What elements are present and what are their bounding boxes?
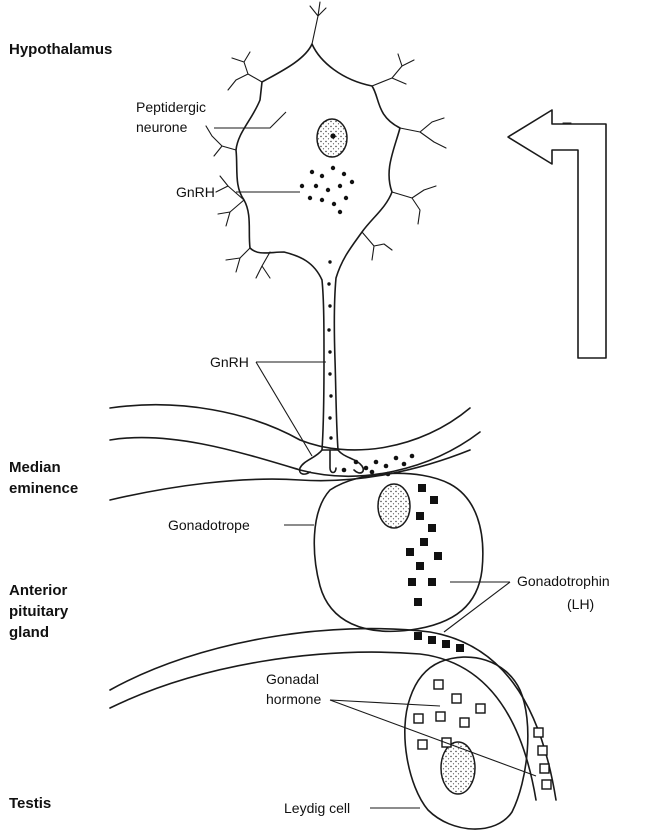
label-gonadal-hormone-line1: Gonadal <box>266 671 319 687</box>
label-gonadotrope: Gonadotrope <box>168 517 250 533</box>
gnrh-granules-soma <box>300 166 354 214</box>
region-hypothalamus: Hypothalamus <box>9 41 112 58</box>
leader-gonadal-hormone-2 <box>330 700 536 776</box>
region-anterior-pituitary-line1: Anterior <box>9 582 68 599</box>
label-peptidergic-neurone-line2: neurone <box>136 119 188 135</box>
gonadal-hormone-granules <box>414 680 485 749</box>
gonadal-hormone-in-blood <box>534 728 551 789</box>
label-leydig-cell: Leydig cell <box>284 800 350 816</box>
label-peptidergic-neurone-line1: Peptidergic <box>136 99 206 115</box>
leader-gonadal-hormone-1 <box>330 700 440 706</box>
gnrh-granules-axon <box>327 260 332 439</box>
portal-vessel-wall-2 <box>110 432 480 476</box>
leader-gnrh-axon-2 <box>256 362 312 456</box>
region-median-eminence-line2: eminence <box>9 480 78 497</box>
label-gnrh-axon: GnRH <box>210 354 249 370</box>
region-anterior-pituitary-line3: gland <box>9 624 49 641</box>
label-gonadotrophin-line2: (LH) <box>567 596 594 612</box>
region-median-eminence-line1: Median <box>9 459 61 476</box>
leydig-cell <box>405 657 551 829</box>
label-gonadotrophin-line1: Gonadotrophin <box>517 573 610 589</box>
negative-feedback-arrow <box>508 110 606 358</box>
portal-vessel-upper-wall <box>110 405 470 450</box>
region-testis: Testis <box>9 795 51 812</box>
peptidergic-neurone <box>206 2 446 474</box>
region-anterior-pituitary-line2: pituitary <box>9 603 69 620</box>
gonadotrophin-in-blood <box>414 632 464 652</box>
gonadotrope-cell <box>314 473 483 631</box>
leydig-nucleus <box>441 742 475 794</box>
label-gnrh-soma: GnRH <box>176 184 215 200</box>
gonadotrope-nucleus <box>378 484 410 528</box>
gonadotrophin-granules <box>406 484 442 606</box>
systemic-vessel-outer-wall <box>110 629 556 800</box>
label-gonadal-hormone-line2: hormone <box>266 691 321 707</box>
